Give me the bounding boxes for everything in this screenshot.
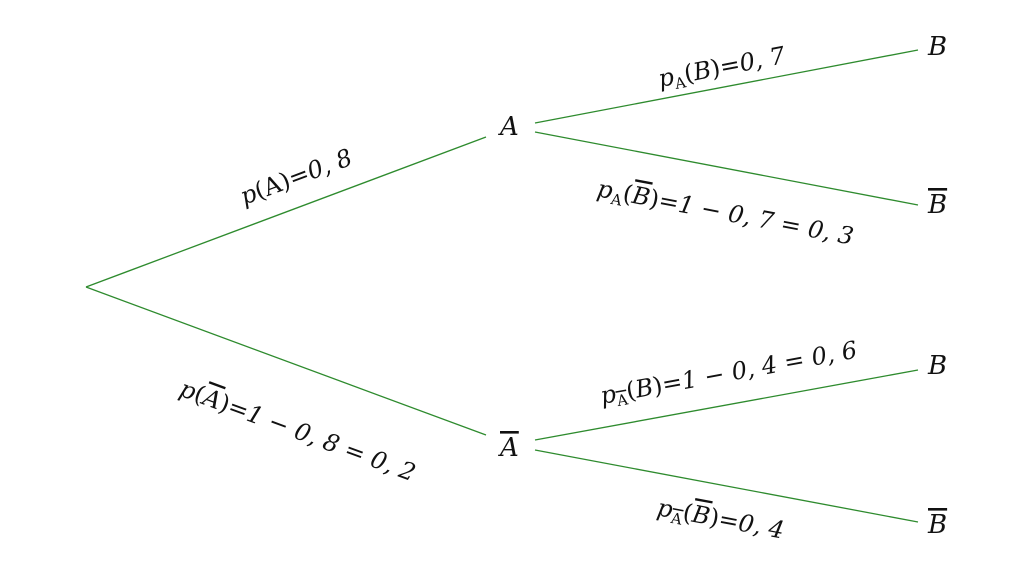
node-b-bar-low: B <box>927 510 947 540</box>
edge-root-a <box>85 136 487 288</box>
label-pa-bar-b-bar: pA(B)=0, 4 <box>654 493 786 547</box>
node-a-bar: A <box>498 433 519 463</box>
label-pa-bar-b: pA(B)=1 − 0, 4 = 0, 6 <box>598 336 860 413</box>
label-p-a: p(A)=0, 8 <box>236 143 356 210</box>
edge-a-b <box>534 49 919 124</box>
node-b-low: B <box>927 351 947 381</box>
node-b-top: B <box>927 32 947 62</box>
edge-a-bar-b <box>534 369 919 441</box>
edge-a-bar-b-bar <box>534 449 919 523</box>
node-a: A <box>498 112 519 142</box>
node-b-bar-top: B <box>927 190 947 220</box>
edge-root-a-bar <box>85 286 487 436</box>
label-p-a-bar: p(A)=1 − 0, 8 = 0, 2 <box>176 374 419 487</box>
edge-a-b-bar <box>534 131 919 206</box>
